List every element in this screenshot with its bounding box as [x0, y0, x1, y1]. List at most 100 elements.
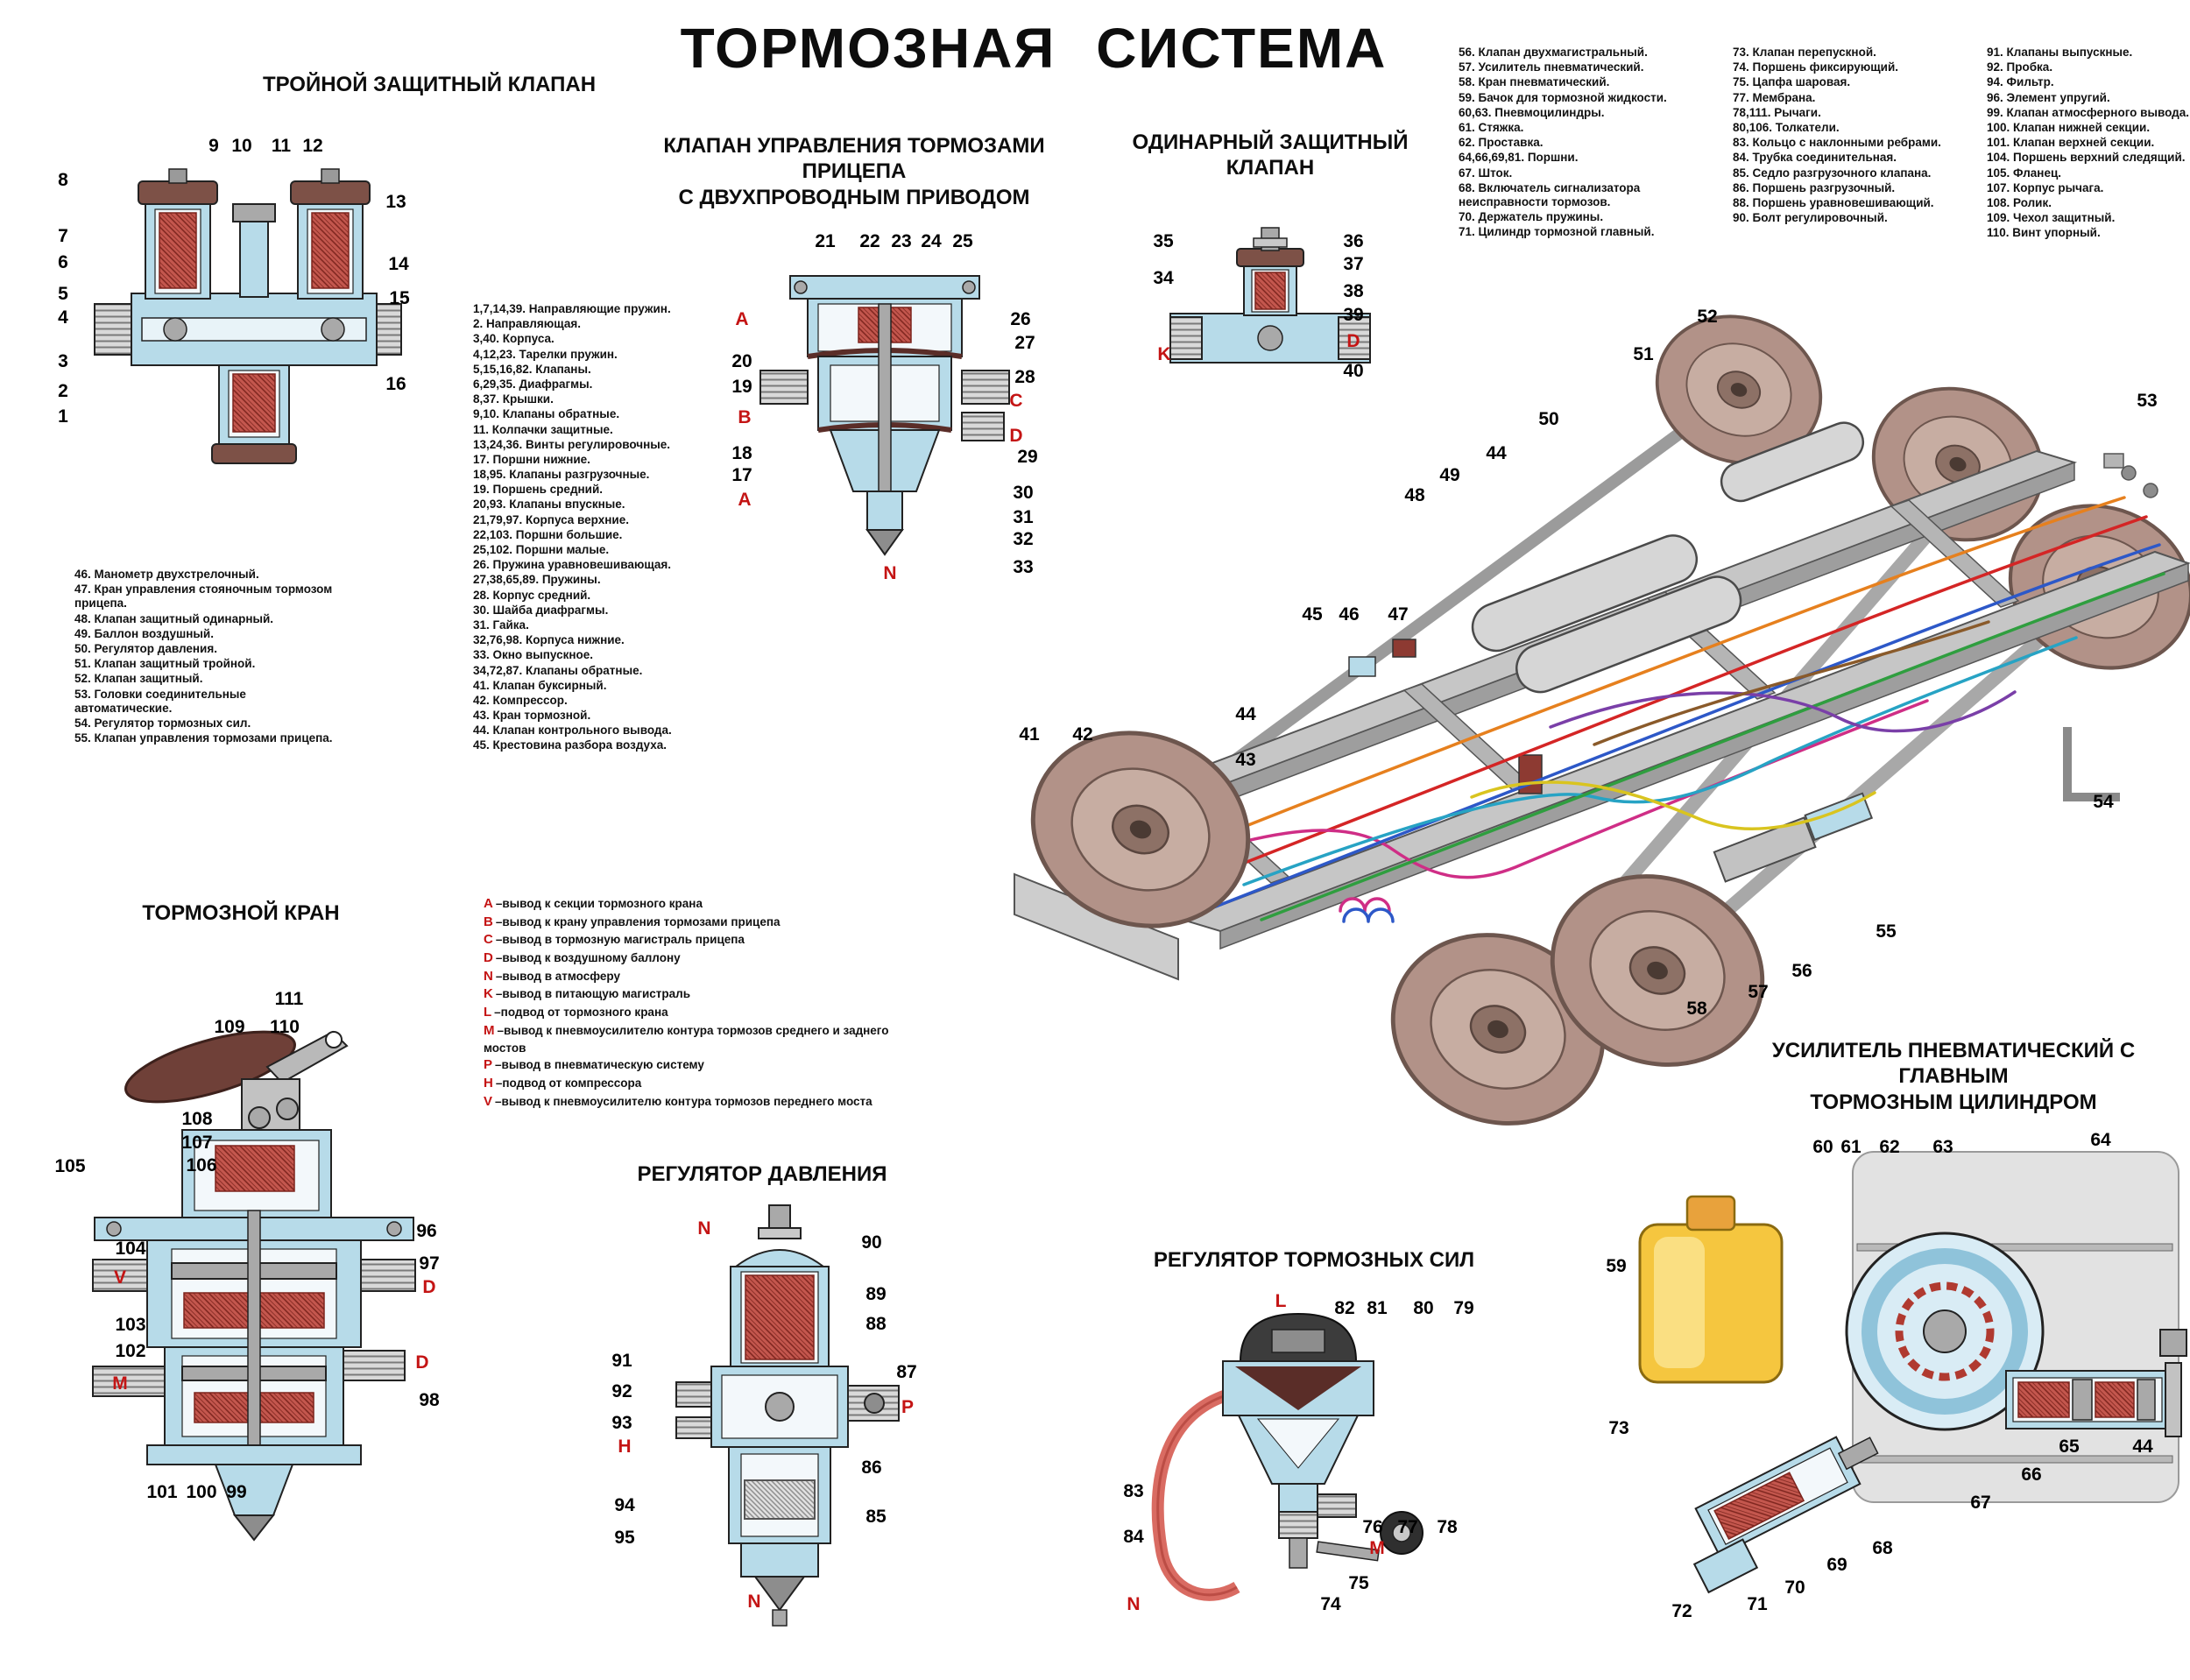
legend-item: 67. Шток. — [1459, 166, 1513, 180]
legend-item: 80,106. Толкатели. — [1733, 120, 1840, 134]
legend-item: 18,95. Клапаны разгрузочные. — [473, 468, 650, 482]
callout-44: 44 — [1486, 443, 1507, 463]
port-legend-item: N–вывод в атмосферу — [484, 968, 620, 984]
callout-89: 89 — [865, 1284, 887, 1304]
legend-item: 19. Поршень средний. — [473, 483, 604, 497]
callout-6: 6 — [58, 252, 68, 272]
legend-item: 41. Клапан буксирный. — [473, 678, 607, 692]
callout-52: 52 — [1697, 307, 1718, 327]
legend-item: 8,37. Крышки. — [473, 392, 554, 406]
callout-43: 43 — [1235, 750, 1256, 770]
callout-27: 27 — [1014, 333, 1035, 353]
legend-item: 105. Фланец. — [1987, 166, 2062, 180]
legend-item: 62. Проставка. — [1459, 136, 1544, 150]
callout-11: 11 — [271, 136, 292, 156]
coupling-head — [2103, 453, 2124, 469]
legend-item: 90. Болт регулировочный. — [1733, 211, 1888, 225]
legend-item: 75. Цапфа шаровая. — [1733, 75, 1851, 89]
port-letter: H — [484, 1075, 493, 1091]
callout-35: 35 — [1153, 231, 1174, 251]
coupling-head — [2143, 483, 2158, 498]
booster-drawing — [1638, 1151, 2187, 1594]
air-tanks — [1471, 421, 1865, 694]
booster-title-line1: УСИЛИТЕЛЬ ПНЕВМАТИЧЕСКИЙ С ГЛАВНЫМ — [1771, 1039, 2136, 1089]
callout-103: 103 — [115, 1315, 146, 1335]
port-letter: V — [484, 1093, 493, 1109]
connecting-tube — [1151, 1387, 1240, 1601]
port-letter: C — [484, 932, 493, 948]
callout-97: 97 — [419, 1253, 440, 1274]
trailer-valve-title-line2: С ДВУХПРОВОДНЫМ ПРИВОДОМ — [678, 185, 1030, 209]
callout-2: 2 — [58, 381, 68, 401]
callout-71: 71 — [1747, 1594, 1768, 1614]
legend-item: 86. Поршень разгрузочный. — [1733, 180, 1896, 194]
legend-item: 3,40. Корпуса. — [473, 332, 555, 346]
legend-item: 83. Кольцо с наклонными ребрами. — [1733, 136, 1941, 150]
callout-106: 106 — [186, 1155, 217, 1175]
single-valve-title: ОДИНАРНЫЙ ЗАЩИТНЫЙ КЛАПАН — [1130, 130, 1410, 181]
legend-item: 101. Клапан верхней секции. — [1987, 136, 2155, 150]
callout-22: 22 — [859, 231, 880, 251]
single-valve-art — [1169, 227, 1371, 364]
port-letter: A — [484, 896, 493, 911]
legend-item: 46. Манометр двухстрелочный. — [74, 568, 259, 581]
callout-104: 104 — [115, 1239, 146, 1259]
callout-78: 78 — [1437, 1517, 1458, 1537]
legend-item: 99. Клапан атмосферного вывода. — [1987, 105, 2189, 119]
legend-item: 44. Клапан контрольного вывода. — [473, 724, 672, 738]
callout-12: 12 — [302, 136, 323, 156]
callout-N: N — [1127, 1594, 1141, 1614]
booster-assembly — [1713, 792, 1874, 883]
legend-item: 30. Шайба диафрагмы. — [473, 603, 609, 617]
legend-item: 58. Кран пневматический. — [1459, 75, 1610, 89]
legend-item: 20,93. Клапаны впускные. — [473, 498, 625, 512]
callout-95: 95 — [614, 1528, 635, 1548]
callout-107: 107 — [181, 1133, 213, 1153]
legend-item: 5,15,16,82. Клапаны. — [473, 362, 591, 376]
legend-item: 50. Регулятор давления. — [74, 641, 217, 655]
callout-20: 20 — [731, 351, 752, 371]
callout-31: 31 — [1013, 507, 1034, 527]
callout-19: 19 — [731, 377, 752, 397]
legend-item: 21,79,97. Корпуса верхние. — [473, 512, 629, 526]
port-letter: L — [484, 1005, 492, 1020]
callout-33: 33 — [1013, 557, 1034, 577]
callout-77: 77 — [1397, 1517, 1418, 1537]
callout-4: 4 — [58, 307, 68, 328]
legend-parts-46-55: 46. Манометр двухстрелочный.47. Кран упр… — [74, 568, 346, 746]
brake-valve-handle — [124, 1030, 349, 1104]
callout-37: 37 — [1343, 254, 1364, 274]
triple-valve-art — [94, 168, 402, 464]
callout-39: 39 — [1343, 305, 1364, 325]
callout-68: 68 — [1872, 1538, 1893, 1558]
legend-parts-1-45: 1,7,14,39. Направляющие пружин.2. Направ… — [473, 302, 771, 754]
port-legend-item: K–вывод в питающую магистраль — [484, 986, 691, 1002]
legend-item: 11. Колпачки защитные. — [473, 422, 613, 436]
callout-80: 80 — [1413, 1298, 1434, 1318]
legend-item: 26. Пружина уравновешивающая. — [473, 558, 672, 572]
callout-59: 59 — [1606, 1256, 1627, 1276]
callout-M: M — [112, 1373, 128, 1394]
callout-61: 61 — [1840, 1137, 1862, 1157]
callout-32: 32 — [1013, 529, 1034, 549]
triple-valve-title: ТРОЙНОЙ ЗАЩИТНЫЙ КЛАПАН — [262, 73, 597, 96]
port-letter: K — [484, 986, 493, 1002]
callout-51: 51 — [1633, 344, 1654, 364]
legend-item: 91. Клапаны выпускные. — [1987, 46, 2133, 59]
legend-item: 70. Держатель пружины. — [1459, 210, 1604, 224]
trailer-valve-drawing — [759, 275, 1010, 556]
booster-art — [1638, 1151, 2187, 1594]
legend-item: 57. Усилитель пневматический. — [1459, 60, 1644, 74]
triple-valve-drawing — [94, 168, 402, 464]
callout-53: 53 — [2137, 391, 2158, 411]
callout-D: D — [415, 1352, 429, 1373]
legend-item: 28. Корпус средний. — [473, 588, 591, 602]
callout-14: 14 — [388, 254, 409, 274]
callout-D: D — [1009, 426, 1023, 446]
force-regulator-title: РЕГУЛЯТОР ТОРМОЗНЫХ СИЛ — [1153, 1248, 1475, 1272]
